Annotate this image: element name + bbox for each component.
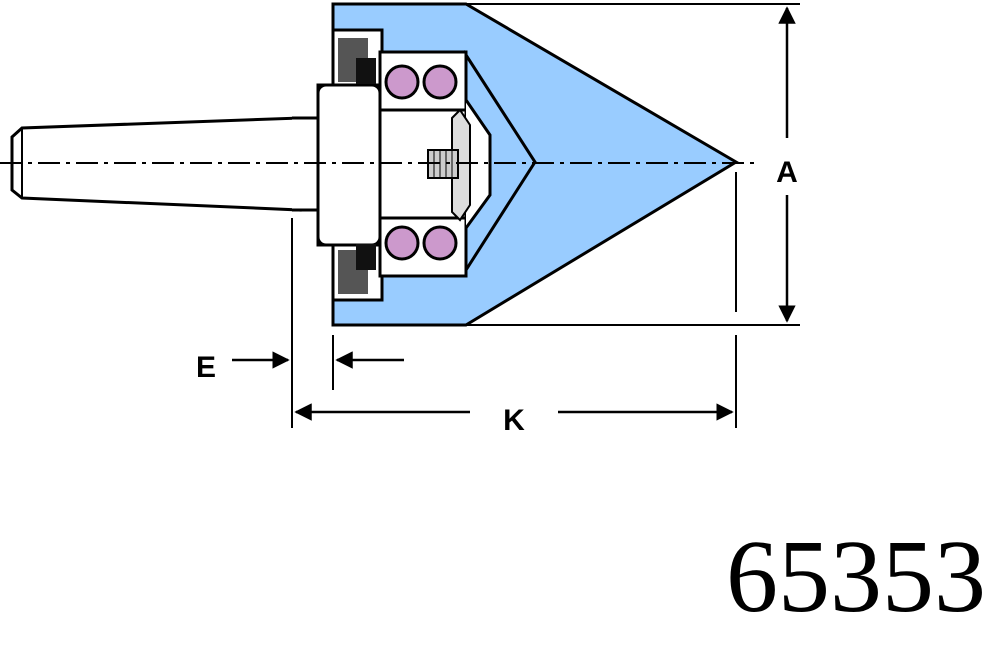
part-number: 65353 xyxy=(726,519,986,634)
bearing-ball xyxy=(422,64,458,100)
dimension-k: K xyxy=(294,172,737,437)
housing-flange xyxy=(316,28,384,302)
bearing-housing xyxy=(378,50,492,278)
bearing-ball xyxy=(384,64,420,100)
bearing-ball xyxy=(384,225,420,261)
ball-bearings xyxy=(384,64,458,261)
dimension-e-label: E xyxy=(196,351,216,384)
dimension-k-label: K xyxy=(503,404,525,437)
bearing-ball xyxy=(422,225,458,261)
dimension-e: E xyxy=(196,218,404,428)
dimension-a: A xyxy=(466,3,800,326)
dimension-a-label: A xyxy=(776,156,798,189)
